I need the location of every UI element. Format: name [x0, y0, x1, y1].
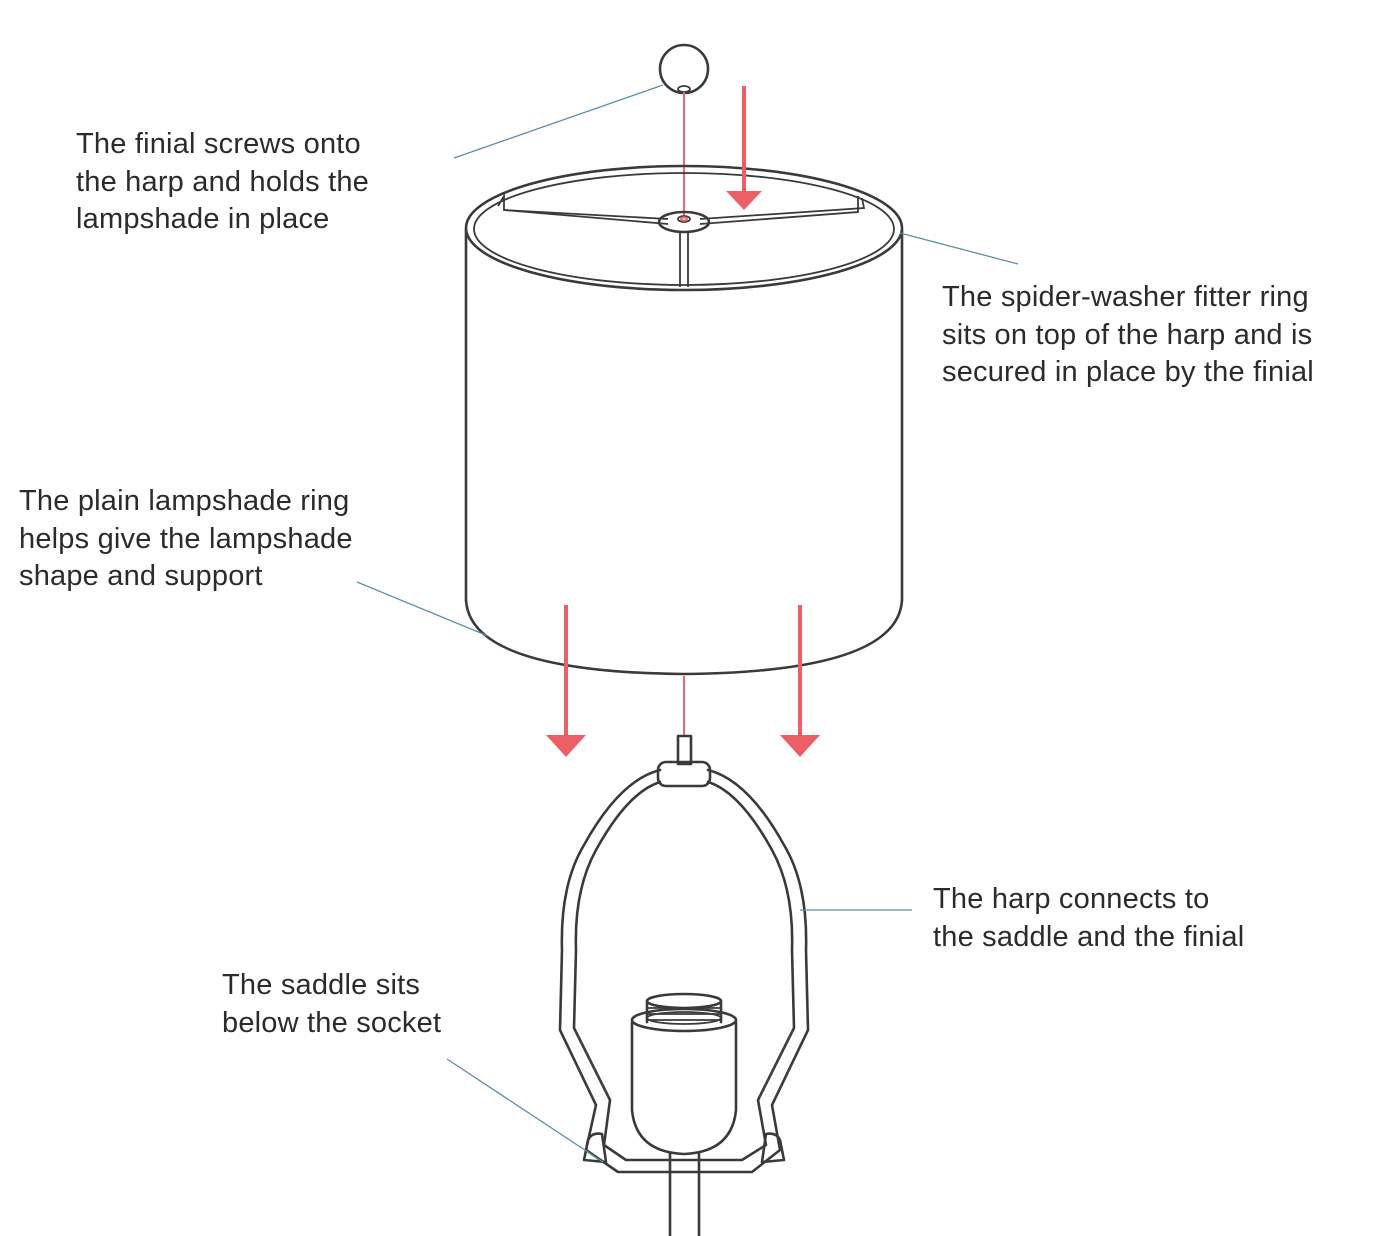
- fitter-caption-line: sits on top of the harp and is: [942, 318, 1313, 351]
- fitter-caption: The spider-washer fitter ring sits on to…: [942, 279, 1314, 392]
- ring-caption: The plain lampshade ring helps give the …: [19, 483, 353, 596]
- harp-caption-line: the saddle and the finial: [933, 920, 1245, 953]
- saddle-caption: The saddle sits below the socket: [222, 967, 441, 1042]
- fitter-caption-line: secured in place by the finial: [942, 356, 1314, 388]
- arrow-fitter-down: [726, 86, 762, 210]
- socket: [630, 992, 738, 1236]
- finial-caption-line: lampshade in place: [76, 203, 330, 235]
- finial-caption-line: The finial screws onto: [76, 128, 361, 160]
- ring-caption-line: helps give the lampshade: [19, 522, 353, 555]
- arrow-shade-right-down: [780, 605, 820, 757]
- leader-ring: [356, 581, 489, 637]
- spider-washer-fitter: [497, 192, 866, 287]
- ring-caption-line: The plain lampshade ring: [19, 485, 350, 517]
- leader-fitter: [899, 232, 1019, 265]
- leader-finial: [453, 84, 664, 159]
- fitter-caption-line: The spider-washer fitter ring: [942, 281, 1309, 313]
- finial-caption-line: the harp and holds the: [76, 165, 370, 198]
- finial: [658, 43, 710, 95]
- arrow-shade-left-down: [546, 605, 586, 757]
- harp-caption: The harp connects to the saddle and the …: [933, 881, 1244, 956]
- leader-saddle: [446, 1058, 604, 1163]
- harp-caption-line: The harp connects to: [933, 883, 1210, 915]
- ring-caption-line: shape and support: [19, 560, 263, 592]
- finial-caption: The finial screws onto the harp and hold…: [76, 126, 369, 239]
- saddle-caption-line: The saddle sits: [222, 969, 421, 1001]
- harp: [558, 734, 810, 1174]
- saddle-caption-line: below the socket: [222, 1006, 442, 1039]
- lampshade: [464, 164, 904, 676]
